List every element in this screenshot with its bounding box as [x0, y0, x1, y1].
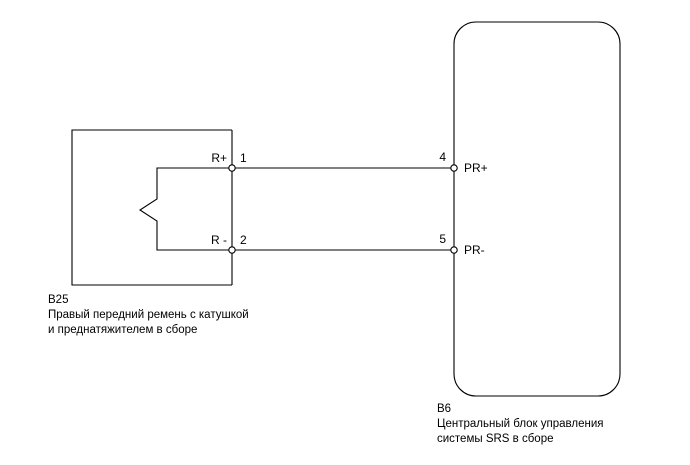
pin1-signal-label: R+	[211, 151, 227, 165]
terminal-pin1	[228, 164, 236, 172]
b25-code: B25	[48, 294, 68, 306]
b25-name-line2: и преднатяжителем в сборе	[48, 324, 197, 336]
pin2-number: 2	[240, 233, 247, 247]
terminal-pin2	[228, 246, 236, 254]
pin4-number: 4	[439, 150, 446, 164]
pin2-signal-label: R -	[211, 233, 227, 247]
b6-code: B6	[437, 403, 451, 415]
b25-name-line1: Правый передний ремень с катушкой	[48, 309, 249, 321]
terminal-pin4	[450, 164, 458, 172]
pin1-number: 1	[240, 151, 247, 165]
b6-name-line2: системы SRS в сборе	[437, 433, 554, 445]
b25-component-outline	[71, 129, 232, 286]
pin5-signal-label: PR-	[464, 243, 485, 257]
b25-squib-element	[138, 167, 232, 251]
pin5-number: 5	[439, 232, 446, 246]
b6-name-line1: Центральный блок управления	[437, 418, 604, 430]
pin4-signal-label: PR+	[464, 161, 488, 175]
b6-ecu-outline	[453, 21, 621, 397]
terminal-pin5	[450, 246, 458, 254]
